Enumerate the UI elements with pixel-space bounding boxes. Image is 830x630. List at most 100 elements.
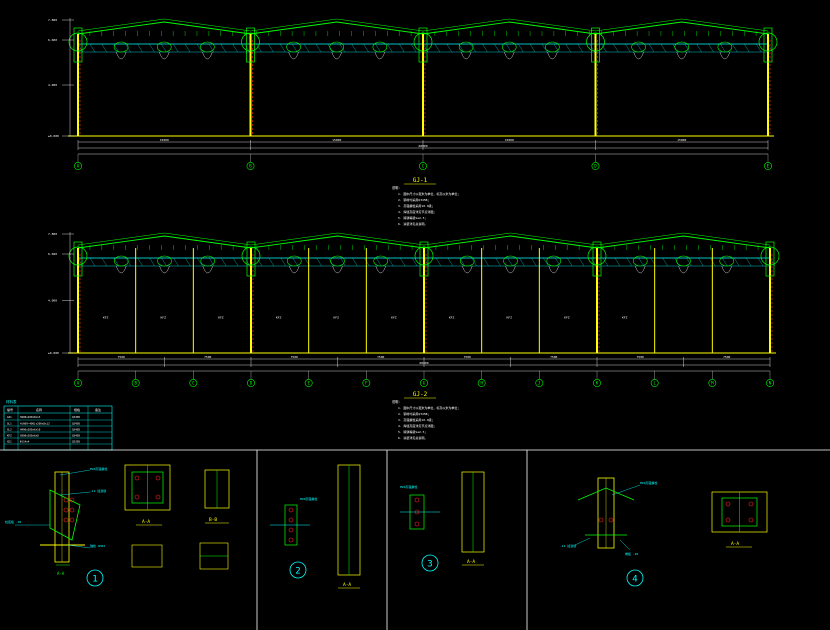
detail-3-connection: M20高强螺栓 A-A 3 xyxy=(400,471,485,572)
level-label: 7.800 xyxy=(48,232,57,236)
table-header: 规格 xyxy=(74,407,80,412)
table-cell: H400x200x6x10 xyxy=(20,428,41,432)
leader-line xyxy=(619,539,631,551)
brace-hook xyxy=(159,51,170,60)
notes-line: 6. 涂装详见总说明。 xyxy=(398,221,427,226)
truss-web xyxy=(101,43,107,53)
brace-ellipse xyxy=(113,41,129,53)
truss-web xyxy=(483,257,489,267)
truss-web xyxy=(755,43,762,53)
axis-label: F xyxy=(365,381,368,386)
brace-ellipse xyxy=(458,41,474,53)
axis-bubble xyxy=(419,162,427,170)
truss-web xyxy=(376,257,382,267)
notes-line: 2. 钢材均采用Q345B； xyxy=(398,411,430,416)
truss-web xyxy=(447,257,453,267)
truss-web xyxy=(410,43,417,53)
truss-web xyxy=(696,43,702,53)
brace-ellipse xyxy=(156,41,172,53)
notes-line: 1. 图中尺寸以毫米为单位，标高以米为单位； xyxy=(398,405,460,410)
truss-web xyxy=(316,257,322,267)
bolt xyxy=(748,517,754,523)
brace-ellipse xyxy=(286,255,302,267)
wind-column-label: KFZ xyxy=(218,316,224,320)
axis-label: J xyxy=(538,381,540,386)
brace-hook xyxy=(635,265,646,274)
notes-line: 6. 涂装详见总说明。 xyxy=(398,435,427,440)
notes-line: 5. 除锈等级Sa2.5； xyxy=(398,429,427,434)
truss-web xyxy=(185,257,191,267)
truss-web xyxy=(519,257,525,267)
brace-ellipse xyxy=(674,41,690,53)
table-cell: GL1 xyxy=(7,422,12,426)
truss-web xyxy=(351,43,357,53)
bay-dimension: 7500 xyxy=(291,355,298,359)
wind-column-label: KFZ xyxy=(276,316,282,320)
axis-bubble xyxy=(477,379,486,387)
brace-hook xyxy=(374,51,386,60)
truss-web xyxy=(232,257,239,267)
column-cap xyxy=(73,241,83,277)
axis-label: A xyxy=(77,164,80,169)
truss-web xyxy=(161,257,167,267)
detail-number-circle xyxy=(86,569,104,587)
callout-text: 柱底板 -20 xyxy=(5,519,21,524)
notes-line: 4. 焊缝高度详见节点详图； xyxy=(398,423,436,428)
notes-line: 5. 除锈等级Sa2.5； xyxy=(398,215,427,220)
brace-hook xyxy=(462,265,473,274)
bay-dimension: 15000 xyxy=(677,138,686,142)
brace-hook xyxy=(505,265,516,274)
brace-hook xyxy=(375,265,386,274)
truss-web xyxy=(698,257,704,267)
wind-column-label: KFZ xyxy=(564,316,570,320)
truss-web xyxy=(161,43,167,53)
wind-column-label: KFZ xyxy=(391,316,397,320)
truss-web xyxy=(482,43,488,53)
detail-number: 3 xyxy=(427,560,432,570)
table-cell: XG1 xyxy=(7,440,12,444)
brace-hook xyxy=(676,51,687,60)
axis-label: E xyxy=(307,381,310,386)
wind-column-label: KFZ xyxy=(507,316,513,320)
truss-web xyxy=(446,43,452,53)
truss-web xyxy=(400,257,406,267)
section-label: B-B xyxy=(209,517,217,523)
bolt xyxy=(414,509,420,515)
brace-ellipse xyxy=(372,41,388,53)
truss-web xyxy=(89,43,96,53)
detail-2-connection: M20高强螺栓 A-A 2 xyxy=(270,464,361,589)
truss-web xyxy=(746,257,752,267)
brace-ellipse xyxy=(719,255,735,267)
leader-line xyxy=(574,537,591,546)
bolt xyxy=(598,517,604,523)
level-label: ±0.000 xyxy=(48,351,59,355)
bolt xyxy=(414,497,420,503)
truss-web xyxy=(256,257,263,267)
truss-web xyxy=(626,257,632,267)
axis-bubble xyxy=(131,379,140,387)
bay-dimension: 7500 xyxy=(723,355,730,359)
truss-web xyxy=(543,257,549,267)
brace-hook xyxy=(460,51,472,60)
detail-number-circle xyxy=(421,554,439,572)
truss-web xyxy=(184,43,191,53)
joint-circle xyxy=(758,32,778,52)
truss-web xyxy=(625,43,631,53)
truss-web xyxy=(686,257,692,267)
bolt xyxy=(608,517,614,523)
brace-ellipse xyxy=(286,41,301,53)
table-cell: GZ1 xyxy=(7,415,12,419)
section-label: A-A xyxy=(142,519,150,525)
column-cap xyxy=(246,27,255,63)
bolt xyxy=(288,537,294,543)
truss-web xyxy=(494,43,500,53)
truss-web xyxy=(220,43,226,53)
truss-web xyxy=(722,257,728,267)
truss-web xyxy=(578,257,585,267)
bolt xyxy=(725,517,731,523)
brace-ellipse xyxy=(200,41,215,53)
axis-label: G xyxy=(423,381,426,386)
truss-web xyxy=(339,43,345,53)
detail-number: 2 xyxy=(295,567,300,577)
